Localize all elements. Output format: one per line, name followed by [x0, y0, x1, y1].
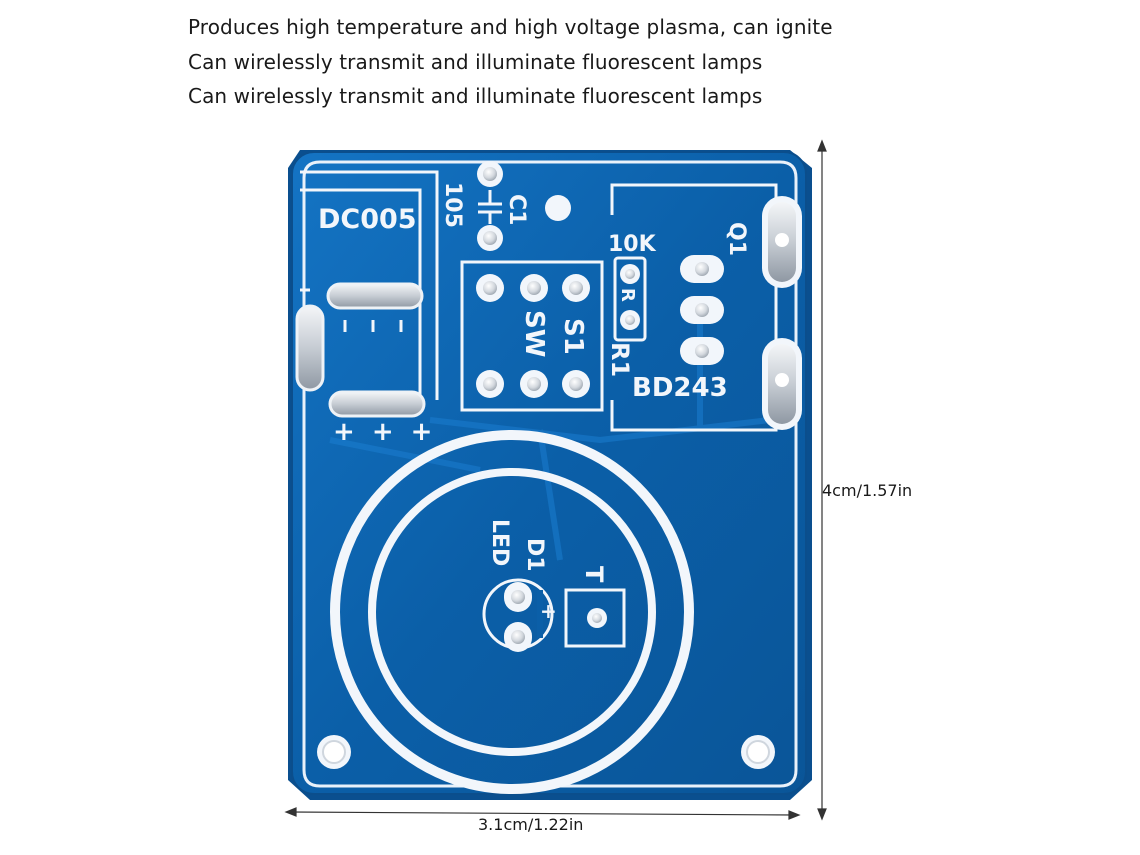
- resistor-ref: R1: [606, 342, 634, 377]
- transistor-pads: [680, 255, 724, 365]
- capacitor-value: 105: [440, 182, 465, 228]
- coil-rings: [330, 430, 694, 794]
- resistor-r1: [613, 256, 647, 342]
- mounting-holes: [317, 735, 775, 769]
- capacitor-c1: [477, 161, 571, 251]
- feature-line: Can wirelessly transmit and illuminate f…: [188, 84, 763, 108]
- dimension-arrows: [284, 139, 827, 821]
- polarity-marks: + + +: [333, 417, 436, 447]
- switch-s1: [460, 260, 604, 412]
- side-pads: [762, 196, 802, 430]
- led-type: LED: [487, 519, 512, 566]
- svg-text:+: +: [540, 599, 557, 623]
- feature-line: Produces high temperature and high volta…: [188, 15, 833, 39]
- led-ref: D1: [522, 538, 547, 572]
- capacitor-ref: C1: [504, 194, 529, 225]
- terminal-label: T: [580, 566, 608, 583]
- connector-label: DC005: [318, 204, 417, 235]
- resistor-mark: R: [617, 288, 638, 302]
- transistor-part: BD243: [632, 373, 728, 403]
- resistor-value: 10K: [608, 232, 657, 257]
- feature-list: Produces high temperature and high volta…: [188, 10, 833, 114]
- led-d1: +: [482, 578, 557, 652]
- transistor-q1: [610, 183, 778, 432]
- width-dimension-label: 3.1cm/1.22in: [478, 815, 584, 834]
- terminal-t: [564, 588, 626, 648]
- height-dimension-label: 4cm/1.57in: [822, 481, 913, 500]
- connector-pads: [295, 282, 426, 418]
- transistor-ref: Q1: [724, 222, 749, 256]
- switch-ref: S1: [558, 318, 588, 355]
- switch-type: SW: [519, 310, 549, 357]
- feature-line: Can wirelessly transmit and illuminate f…: [188, 49, 763, 74]
